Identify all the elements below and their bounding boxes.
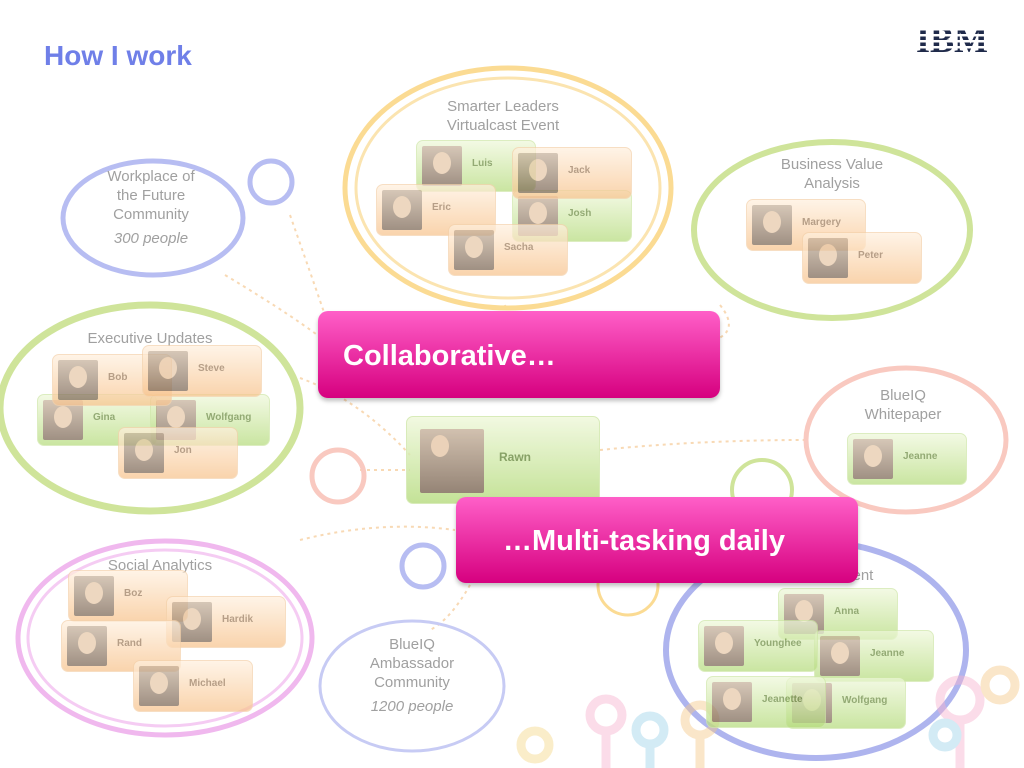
person-card-jeanne-dev[interactable]: Jeanne <box>814 630 934 682</box>
avatar <box>422 146 462 186</box>
person-card-jon[interactable]: Jon <box>118 427 238 479</box>
person-card-steve[interactable]: Steve <box>142 345 262 397</box>
whitepaper-label-line-1: BlueIQ <box>880 387 926 404</box>
person-name: Margery <box>802 217 841 228</box>
person-card-eric[interactable]: Eric <box>376 184 496 236</box>
ambassador-label-line-2: Ambassador <box>369 655 455 672</box>
slide-title: How I work <box>44 40 192 71</box>
business-label-line-1: Business Value <box>780 156 884 173</box>
person-name: Gina <box>93 412 116 423</box>
person-name: Anna <box>834 606 859 617</box>
collaborative-banner: Collaborative… <box>318 311 720 398</box>
person-card-peter[interactable]: Peter <box>802 232 922 284</box>
group-executive-updates-label: Executive Updates <box>87 330 213 347</box>
collaborative-text: Collaborative… <box>343 340 556 372</box>
person-name: Jack <box>568 165 591 176</box>
workplace-label-line-1: Workplace of <box>107 168 195 185</box>
group-workplace-label: Workplace of the Future Community 300 pe… <box>83 167 219 248</box>
avatar <box>139 666 179 706</box>
group-business-value-label: Business Value Analysis <box>754 155 910 193</box>
decorative-swirls <box>516 665 1020 768</box>
avatar <box>67 626 107 666</box>
person-card-rawn[interactable]: Rawn <box>406 416 600 504</box>
avatar <box>820 636 860 676</box>
avatar <box>382 190 422 230</box>
multitasking-text: …Multi-tasking daily <box>503 525 785 557</box>
whitepaper-label-line-2: Whitepaper <box>864 406 942 423</box>
person-name: Jeanne <box>870 648 905 659</box>
avatar <box>853 439 893 479</box>
avatar <box>124 433 164 473</box>
ibm-logo: IBM <box>906 20 998 60</box>
person-card-hardik[interactable]: Hardik <box>166 596 286 648</box>
person-card-jeanette[interactable]: Jeanette <box>706 676 826 728</box>
person-name: Boz <box>124 588 143 599</box>
avatar <box>74 576 114 616</box>
person-name: Sacha <box>504 242 534 253</box>
person-name: Wolfgang <box>206 412 252 423</box>
person-name: Rawn <box>499 450 532 464</box>
group-rings <box>0 65 1009 761</box>
person-name: Josh <box>568 208 592 219</box>
smarter-label-line-2: Virtualcast Event <box>446 117 560 134</box>
person-card-michael[interactable]: Michael <box>133 660 253 712</box>
person-name: Wolfgang <box>842 695 888 706</box>
group-smarter-leaders-label: Smarter Leaders Virtualcast Event <box>420 97 586 135</box>
person-name: Jon <box>174 445 192 456</box>
avatar <box>420 429 484 493</box>
person-name: Luis <box>472 158 493 169</box>
group-blueiq-ambassador-label: BlueIQ Ambassador Community 1200 people <box>344 635 480 716</box>
person-name: Hardik <box>222 614 254 625</box>
workplace-label-line-2: the Future <box>116 187 186 204</box>
person-name: Eric <box>432 202 451 213</box>
workplace-label-line-3: Community <box>113 206 189 223</box>
person-card-sacha[interactable]: Sacha <box>448 224 568 276</box>
person-name: Peter <box>858 250 884 261</box>
business-label-line-2: Analysis <box>804 175 860 192</box>
ambassador-label-line-1: BlueIQ <box>389 636 435 653</box>
avatar <box>43 400 83 440</box>
person-name: Michael <box>189 678 226 689</box>
avatar <box>454 230 494 270</box>
group-blueiq-whitepaper-label: BlueIQ Whitepaper <box>842 386 964 424</box>
multitasking-banner: …Multi-tasking daily <box>456 497 858 583</box>
person-name: Younghee <box>754 638 802 649</box>
person-name: Steve <box>198 363 225 374</box>
avatar <box>704 626 744 666</box>
group-social-analytics-label: Social Analytics <box>107 557 213 574</box>
avatar <box>712 682 752 722</box>
person-card-younghee[interactable]: Younghee <box>698 620 818 672</box>
avatar <box>808 238 848 278</box>
avatar <box>752 205 792 245</box>
ambassador-label-line-3: Community <box>374 674 450 691</box>
ambassador-subtext: 1200 people <box>370 698 454 715</box>
person-card-jack[interactable]: Jack <box>512 147 632 199</box>
workplace-subtext: 300 people <box>113 230 189 247</box>
avatar <box>148 351 188 391</box>
avatar <box>518 153 558 193</box>
person-name: Bob <box>108 372 128 383</box>
person-name: Jeanette <box>762 694 803 705</box>
avatar <box>58 360 98 400</box>
person-card-jeanne-whitepaper[interactable]: Jeanne <box>847 433 967 485</box>
person-name: Rand <box>117 638 142 649</box>
smarter-label-line-1: Smarter Leaders <box>447 98 559 115</box>
person-name: Jeanne <box>903 451 938 462</box>
